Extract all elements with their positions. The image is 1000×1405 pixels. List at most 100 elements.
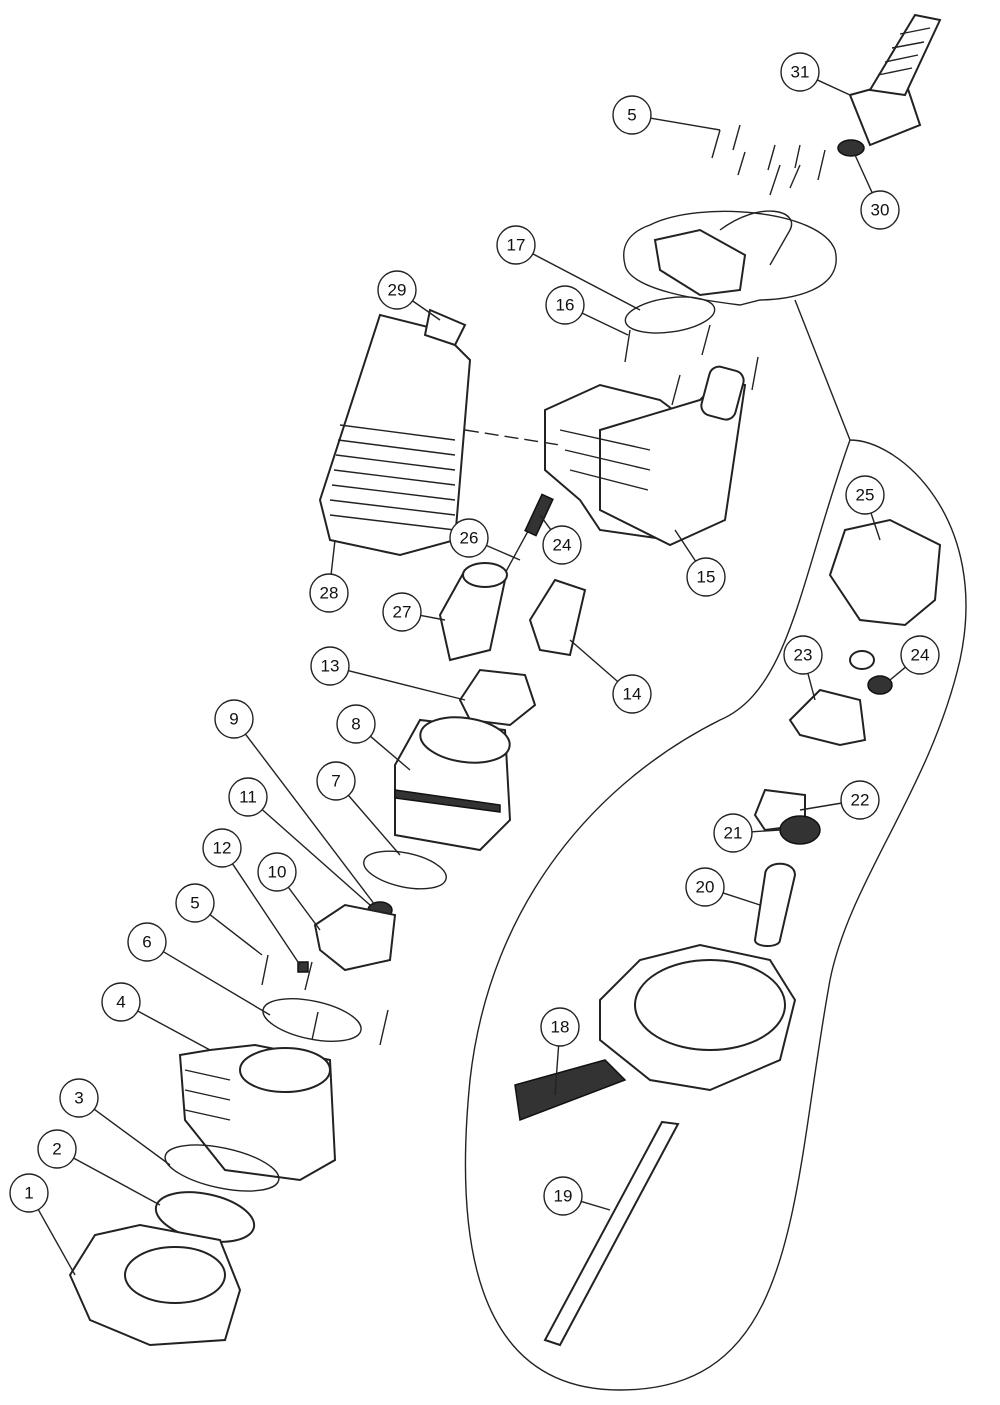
part-capacitor-14 — [528, 578, 587, 657]
callout-number: 12 — [213, 839, 232, 858]
callout-number: 7 — [331, 772, 340, 791]
part-tube-20 — [753, 862, 797, 947]
part-float-27 — [438, 562, 508, 662]
part-base-1 — [68, 1223, 242, 1347]
callout-circle — [713, 813, 753, 853]
callout-circle — [612, 95, 652, 135]
callout-number: 2 — [52, 1140, 61, 1159]
leader-line — [287, 886, 321, 931]
callout-circle — [540, 1007, 580, 1047]
callout-5: 5 — [612, 95, 652, 135]
callout-31: 31 — [780, 52, 820, 92]
callout-10: 10 — [257, 852, 297, 892]
part-brush-holder-13 — [458, 668, 537, 727]
part-grommet-21 — [779, 815, 821, 845]
callout-circle — [860, 190, 900, 230]
leader-line — [330, 539, 336, 575]
callout-circle — [336, 704, 376, 744]
callout-circle — [101, 982, 141, 1022]
callout-circle — [845, 475, 885, 515]
part-oring-3 — [164, 1144, 280, 1192]
callout-25: 25 — [845, 475, 885, 515]
callout-number: 17 — [507, 236, 526, 255]
callout-circle — [309, 573, 349, 613]
callout-21: 21 — [713, 813, 753, 853]
callout-20: 20 — [685, 867, 725, 907]
callout-number: 15 — [697, 568, 716, 587]
callout-17: 17 — [496, 225, 536, 265]
leader-line — [209, 914, 263, 956]
part-cap-24b — [867, 675, 893, 695]
callout-number: 14 — [623, 685, 642, 704]
callout-number: 16 — [556, 296, 575, 315]
callout-circle — [257, 852, 297, 892]
leader-line — [347, 794, 401, 856]
callout-circle — [783, 635, 823, 675]
callout-circle — [59, 1078, 99, 1118]
callout-number: 13 — [321, 657, 340, 676]
assembly-line — [464, 429, 561, 446]
callout-11: 11 — [228, 777, 268, 817]
callout-number: 25 — [856, 486, 875, 505]
leader-line — [348, 669, 466, 701]
callout-22: 22 — [840, 780, 880, 820]
group-outline — [623, 210, 837, 306]
callout-12: 12 — [202, 828, 242, 868]
part-gasket-17 — [624, 296, 716, 334]
callout-28: 28 — [309, 573, 349, 613]
part-switch-cover — [653, 228, 747, 297]
leader-line — [244, 733, 376, 906]
part-lever-23 — [788, 688, 867, 747]
part-impeller-10 — [313, 903, 397, 972]
callout-number: 19 — [554, 1187, 573, 1206]
callout-number: 27 — [393, 603, 412, 622]
callout-4: 4 — [101, 982, 141, 1022]
leader-line — [486, 544, 521, 561]
part-bracket-25 — [828, 518, 942, 627]
callout-23: 23 — [783, 635, 823, 675]
leader-line — [162, 951, 271, 1016]
parts-layer — [68, 13, 967, 1391]
callout-number: 22 — [851, 791, 870, 810]
callout-7: 7 — [316, 761, 356, 801]
callout-circle — [175, 883, 215, 923]
callout-circle — [214, 699, 254, 739]
callout-number: 3 — [74, 1089, 83, 1108]
callout-circle — [9, 1173, 49, 1213]
callout-number: 9 — [229, 710, 238, 729]
leader-line — [674, 529, 697, 562]
part-screws-top — [711, 124, 826, 196]
callout-circle — [542, 525, 582, 565]
callout-3: 3 — [59, 1078, 99, 1118]
leader-line — [889, 666, 906, 681]
callout-number: 8 — [351, 715, 360, 734]
leader-line — [532, 253, 641, 311]
callout-number: 26 — [460, 529, 479, 548]
callout-circle — [840, 780, 880, 820]
leader-line — [539, 514, 552, 531]
callout-circle — [685, 867, 725, 907]
leader-line — [93, 1108, 171, 1166]
part-motor-8 — [394, 716, 512, 852]
callout-16: 16 — [545, 285, 585, 325]
callout-number: 5 — [627, 106, 636, 125]
callout-19: 19 — [543, 1176, 583, 1216]
callout-9: 9 — [214, 699, 254, 739]
part-oring-7 — [363, 850, 447, 890]
group-outline — [464, 299, 967, 1391]
callout-number: 10 — [268, 863, 287, 882]
callout-6: 6 — [127, 922, 167, 962]
callout-number: 24 — [911, 646, 930, 665]
callout-number: 11 — [239, 788, 257, 807]
callout-circle — [127, 922, 167, 962]
part-cap-24a — [849, 650, 875, 670]
leader-line — [569, 639, 619, 683]
callout-24: 24 — [542, 525, 582, 565]
leader-line — [854, 154, 873, 193]
leader-line — [751, 829, 781, 833]
callout-18: 18 — [540, 1007, 580, 1047]
callout-14: 14 — [612, 674, 652, 714]
callout-circle — [377, 270, 417, 310]
